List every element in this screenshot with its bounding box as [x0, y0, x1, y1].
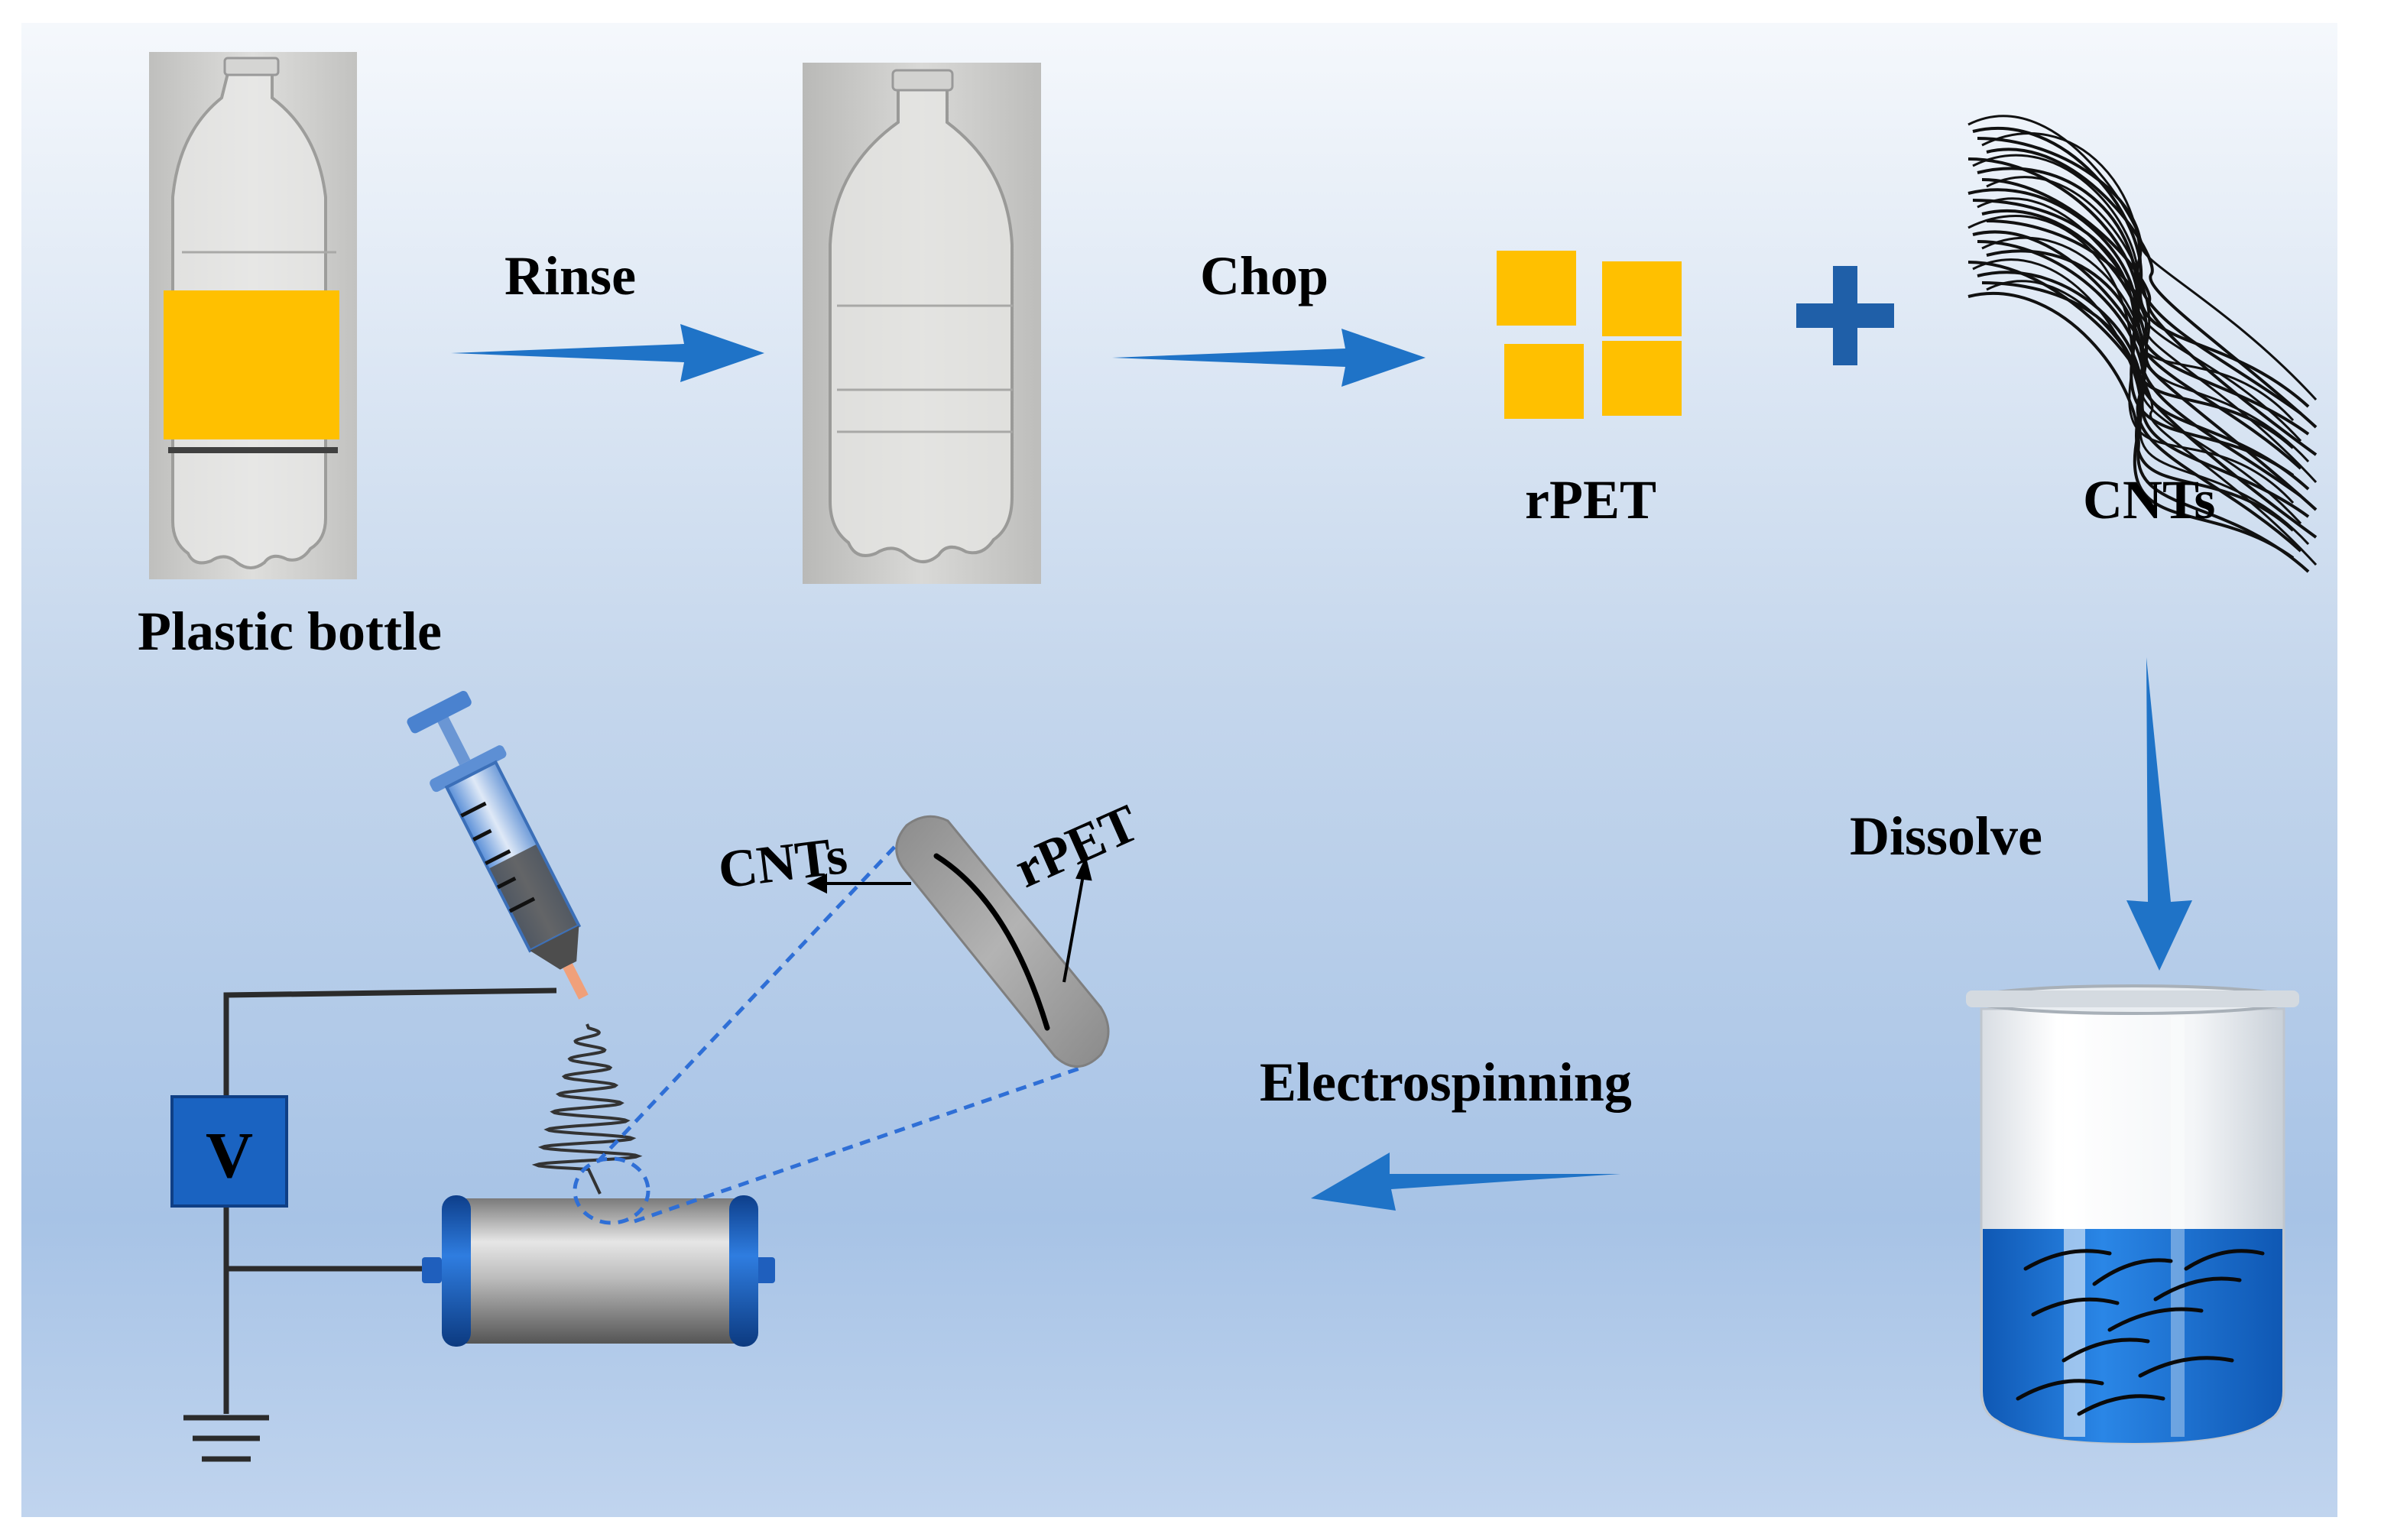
beaker — [1966, 984, 2299, 1444]
dispersed-cnts — [2016, 1249, 2265, 1416]
plastic-bottle-photo — [149, 52, 357, 579]
beaker-liquid — [1983, 1229, 2282, 1443]
plus-icon — [1796, 266, 1894, 365]
voltage-label: V — [206, 1118, 253, 1191]
cnts-label: CNTs — [2083, 469, 2215, 530]
dissolve-arrow — [2126, 657, 2192, 971]
fiber-pointer-arrows — [806, 855, 1092, 983]
chop-label: Chop — [1200, 245, 1328, 306]
rpet-label: rPET — [1525, 469, 1656, 530]
needle-tip — [563, 963, 589, 1000]
spinning-jet — [531, 1023, 643, 1195]
syringe — [407, 690, 589, 1000]
circuit-wires — [223, 987, 557, 1414]
dissolve-label: Dissolve — [1850, 806, 2042, 867]
cnt-bundle — [1967, 115, 2318, 573]
plastic-bottle-label: Plastic bottle — [138, 601, 442, 662]
rpet-flakes — [1497, 251, 1682, 419]
rinsed-bottle-photo — [803, 63, 1041, 584]
cnt-fiber-core — [933, 853, 1050, 1031]
fiber-detail — [895, 815, 1110, 1068]
drum-collector — [422, 1195, 775, 1347]
bottle-label-block — [164, 290, 339, 439]
chop-arrow — [1112, 329, 1426, 387]
voltage-source — [170, 1095, 288, 1208]
electrospinning-arrow — [1311, 1153, 1620, 1211]
rinse-label: Rinse — [504, 245, 636, 306]
electrospinning-label: Electrospinning — [1260, 1052, 1632, 1113]
zoom-indicator — [573, 839, 1080, 1225]
rinse-arrow — [451, 324, 764, 382]
ground-icon — [183, 1415, 269, 1462]
